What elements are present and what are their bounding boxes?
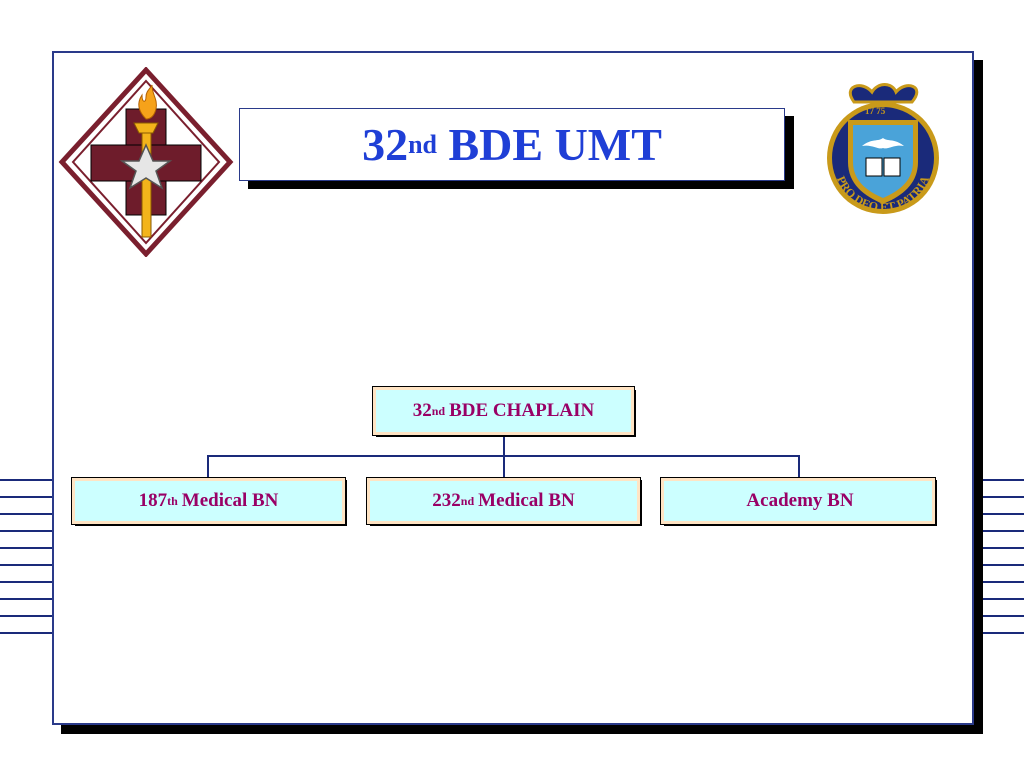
node-label: Medical BN (181, 490, 279, 511)
medical-command-cross-torch-star-icon (58, 67, 234, 257)
right-stripes (972, 479, 1024, 649)
org-node-academy-bn: Academy BN (660, 477, 936, 525)
svg-text:17 75: 17 75 (865, 106, 886, 116)
node-label: Academy BN (746, 490, 854, 511)
node-label: Medical BN (478, 490, 575, 511)
title-number: 32 (362, 119, 409, 170)
left-stripes (0, 479, 52, 649)
connector-left-down (207, 455, 209, 477)
connector-center-down (503, 455, 505, 477)
node-number: 232 (432, 490, 461, 511)
connector-root-down (503, 435, 505, 456)
node-number: 32 (412, 400, 432, 421)
chaplain-corps-crest-icon: 17 75 PRO DEO ET PATRIA (827, 83, 939, 214)
node-number: 187 (138, 490, 168, 511)
title-text: BDE UMT (448, 119, 662, 170)
node-label: BDE CHAPLAIN (449, 400, 595, 421)
connector-right-down (798, 455, 800, 477)
